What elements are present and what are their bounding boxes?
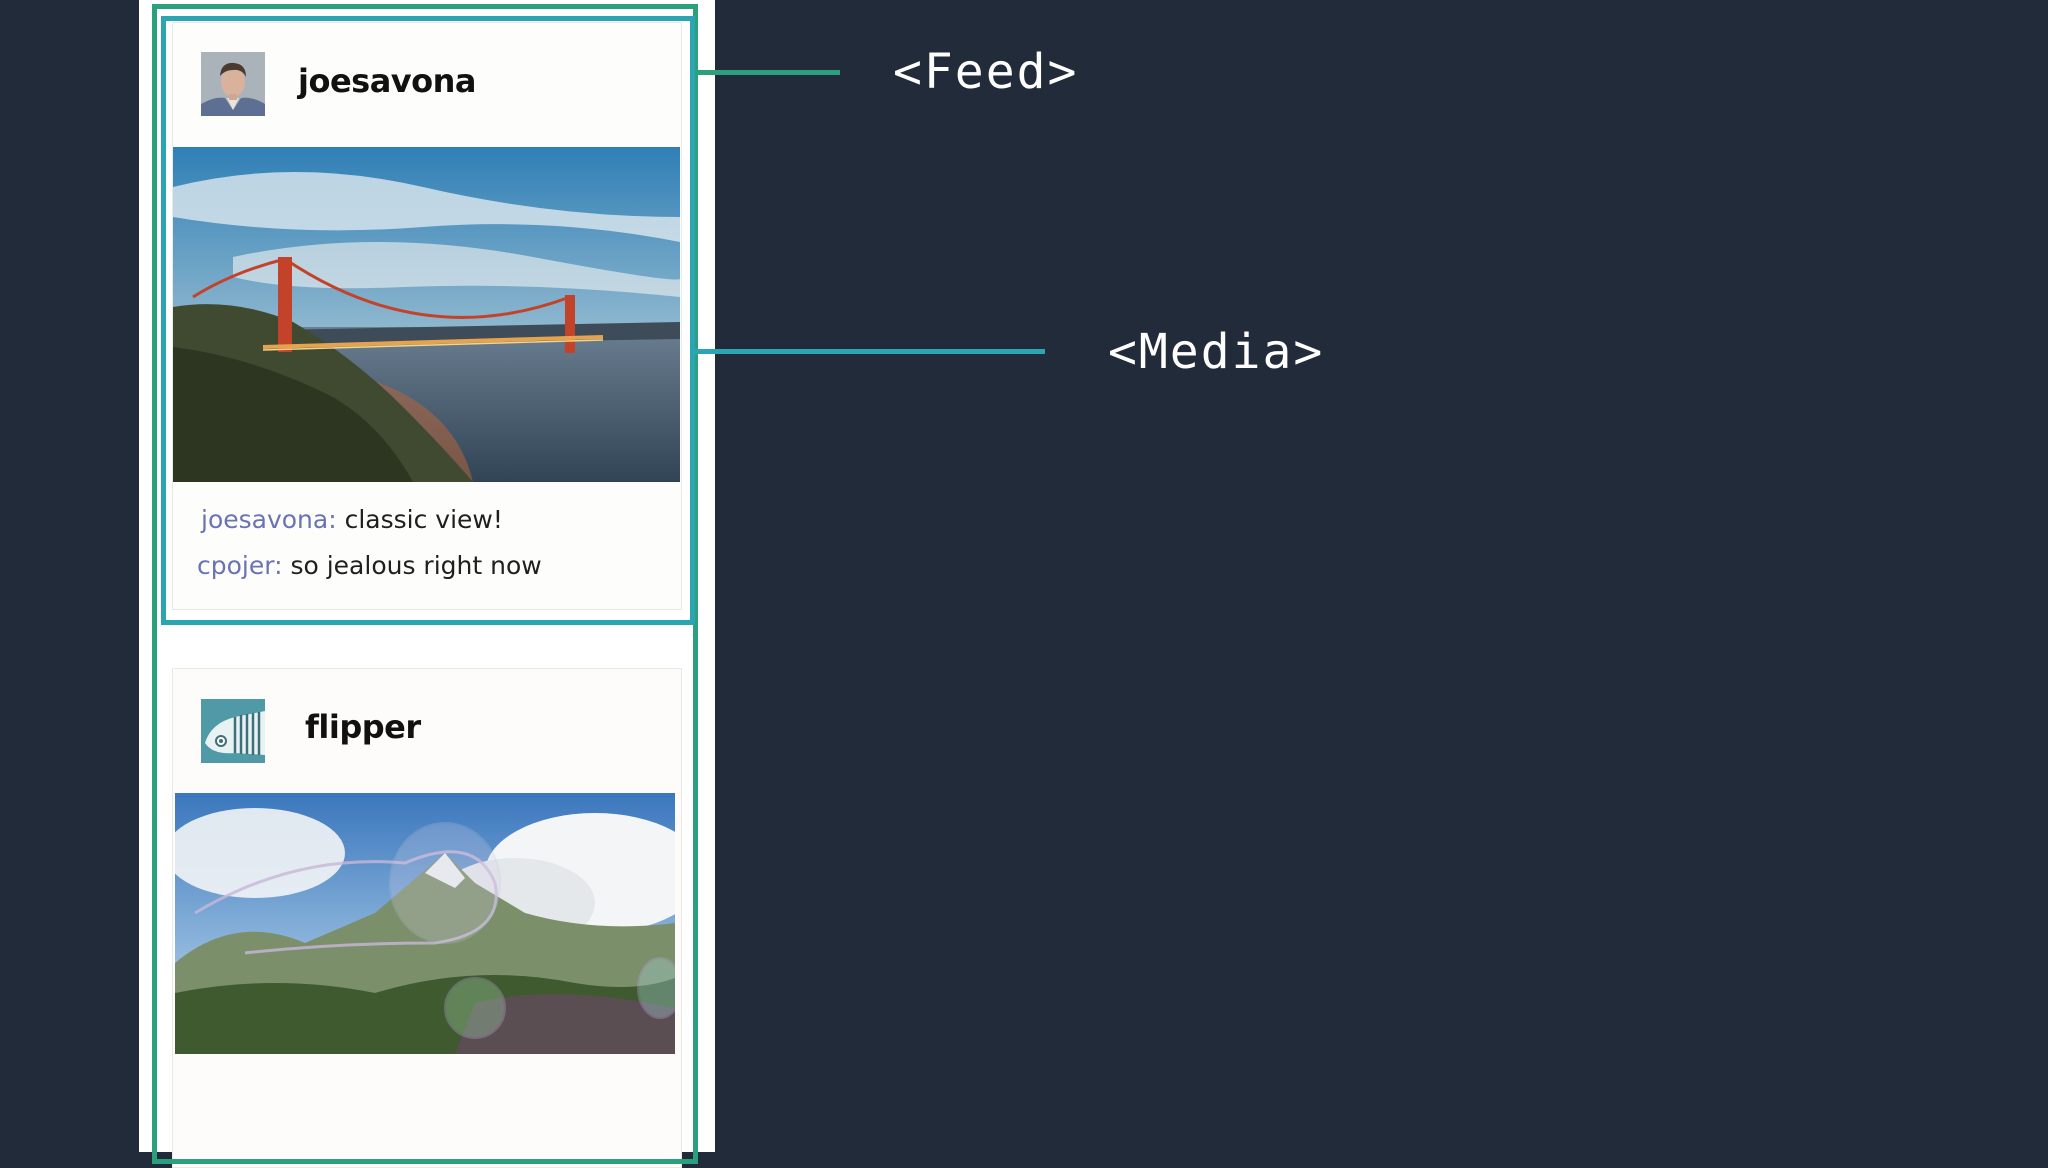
media-connector-line	[695, 349, 1045, 354]
media-component-label: <Media>	[1108, 324, 1325, 380]
comment: cpojer: so jealous right now	[197, 551, 542, 580]
comment-author-link[interactable]: joesavona:	[201, 505, 337, 534]
feed-component-label: <Feed>	[893, 44, 1079, 100]
comment: joesavona: classic view!	[201, 505, 503, 534]
comment-text: classic view!	[344, 505, 503, 534]
comment-text: so jealous right now	[290, 551, 542, 580]
feed-connector-line	[698, 70, 840, 75]
user-avatar-icon[interactable]	[201, 52, 265, 116]
media-component-outline	[161, 16, 695, 625]
whale-avatar-icon[interactable]	[201, 699, 265, 763]
comment-author-link[interactable]: cpojer:	[197, 551, 283, 580]
post-username[interactable]: joesavona	[298, 62, 477, 100]
post-media-image[interactable]	[175, 793, 675, 1054]
post-media-image[interactable]	[173, 147, 680, 482]
post-username[interactable]: flipper	[305, 708, 421, 746]
